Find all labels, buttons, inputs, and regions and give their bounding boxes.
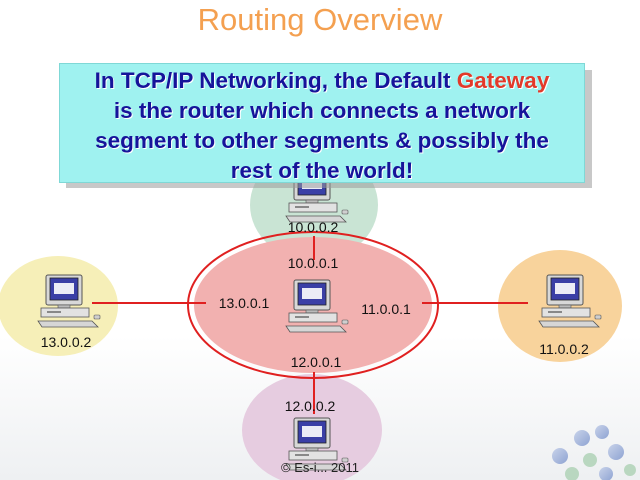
callout-highlight: Gateway xyxy=(456,68,550,93)
host-top-ip: 10.0.0.2 xyxy=(288,219,339,235)
callout-line1: In TCP/IP Networking, the Default xyxy=(94,68,457,93)
router-ip-bottom: 12.0.0.1 xyxy=(291,354,342,370)
host-left-ip: 13.0.0.2 xyxy=(41,334,92,350)
copyright-footer: © Es-i... 2011 xyxy=(281,460,359,475)
definition-callout: In TCP/IP Networking, the Default Gatewa… xyxy=(59,63,585,183)
router-ip-right: 11.0.0.1 xyxy=(361,301,411,317)
router-ip-top: 10.0.0.1 xyxy=(288,255,339,271)
slide-title: Routing Overview xyxy=(197,2,443,37)
router-ip-left: 13.0.0.1 xyxy=(219,295,270,311)
host-bottom-ip: 12.0.0.2 xyxy=(285,398,336,414)
callout-line2: is the router which connects a network xyxy=(113,98,531,123)
callout-line3: segment to other segments & possibly the xyxy=(95,128,549,153)
callout-line4: rest of the world! xyxy=(230,158,414,183)
host-right-ip: 11.0.0.2 xyxy=(539,341,589,357)
decorative-bubbles xyxy=(552,425,636,480)
